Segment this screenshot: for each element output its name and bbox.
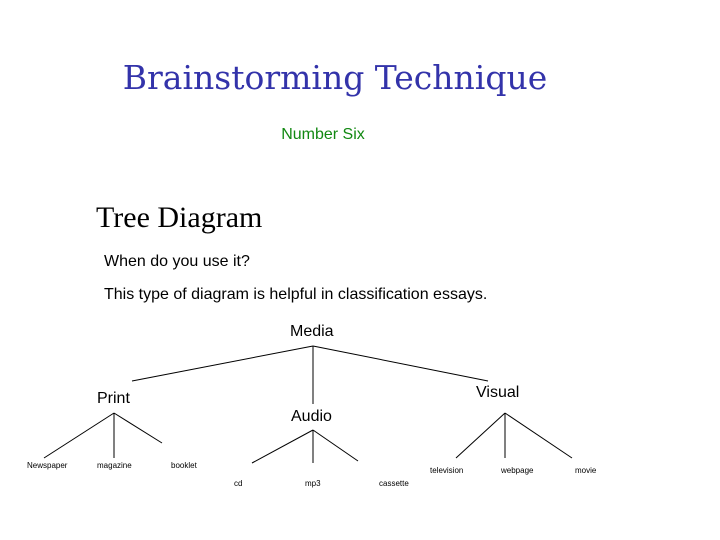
connector-visual-television	[455, 412, 506, 459]
connector-media-print	[131, 345, 314, 382]
connector-media-visual	[312, 345, 489, 382]
node-leaf-booklet: booklet	[171, 461, 197, 470]
node-branch-print: Print	[97, 390, 130, 407]
connector-audio-cd	[251, 429, 314, 464]
node-leaf-mp3: mp3	[305, 479, 321, 488]
section-heading: Tree Diagram	[96, 201, 263, 234]
node-branch-audio: Audio	[291, 408, 332, 425]
node-leaf-cd: cd	[234, 479, 243, 488]
node-root: Media	[290, 323, 334, 340]
node-leaf-movie: movie	[575, 466, 597, 475]
body-line-usage: This type of diagram is helpful in class…	[104, 286, 488, 303]
node-leaf-television: television	[430, 466, 464, 475]
node-leaf-magazine: magazine	[97, 461, 132, 470]
node-leaf-cassette: cassette	[379, 479, 409, 488]
connector-print-newspaper	[43, 412, 115, 459]
slide-subtitle: Number Six	[281, 126, 365, 143]
connector-visual-movie	[504, 412, 573, 459]
connector-print-booklet	[113, 412, 163, 444]
slide-title: Brainstorming Technique	[122, 58, 548, 97]
connector-audio-cassette	[312, 429, 359, 462]
node-leaf-webpage: webpage	[501, 466, 534, 475]
node-leaf-newspaper: Newspaper	[27, 461, 68, 470]
body-line-question: When do you use it?	[104, 253, 250, 270]
node-branch-visual: Visual	[476, 384, 520, 401]
